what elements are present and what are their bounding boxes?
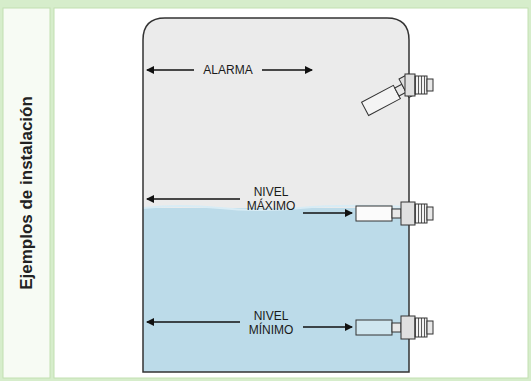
level-label: NIVEL MÍNIMO	[249, 309, 294, 337]
level-label: NIVEL MÁXIMO	[247, 185, 296, 213]
panel-heading: Ejemplos de instalación	[17, 96, 37, 290]
level-label: ALARMA	[203, 63, 252, 77]
